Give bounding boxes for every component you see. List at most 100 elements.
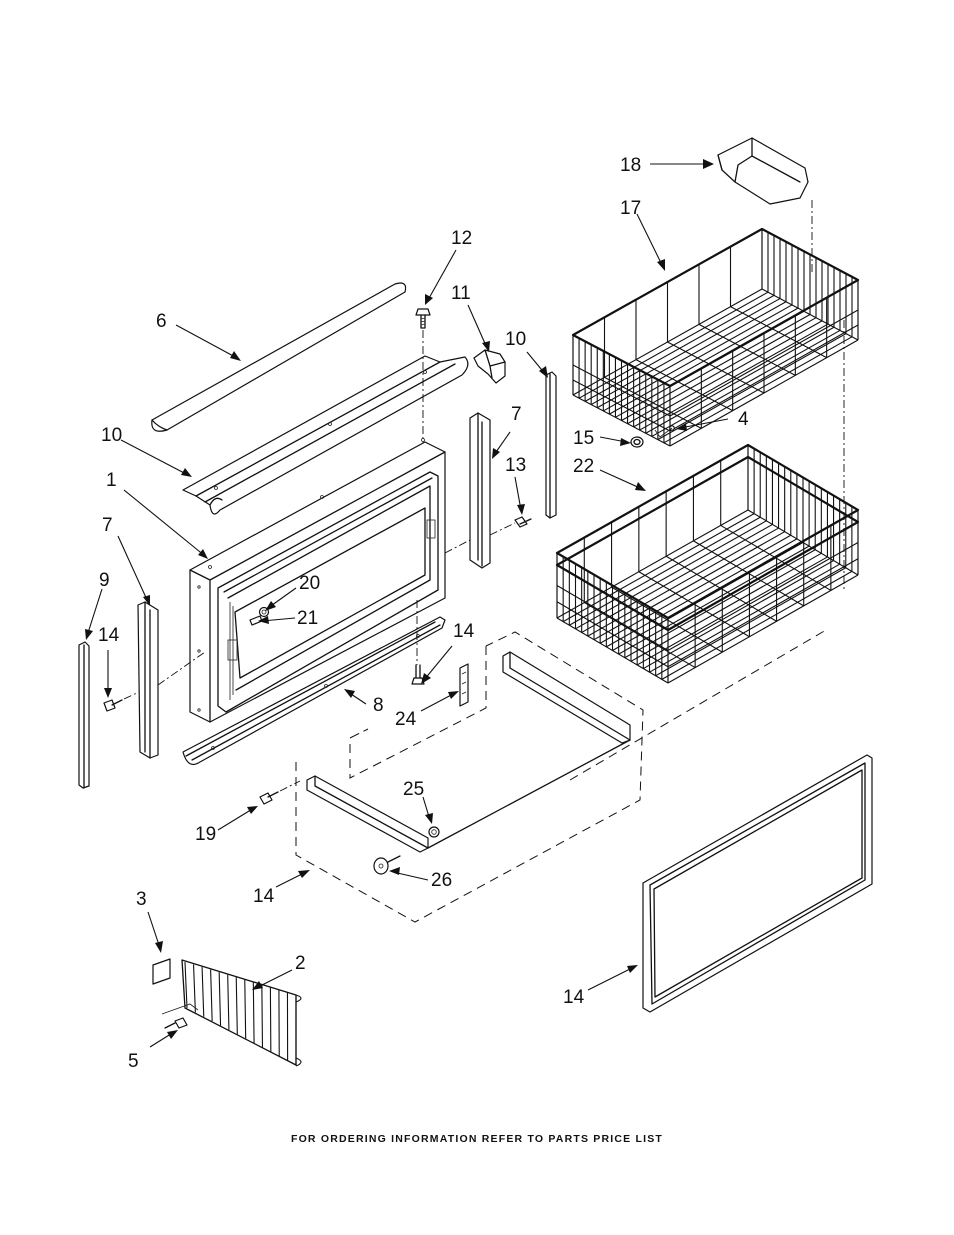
lower-basket-floor-wire (587, 527, 779, 637)
callout-7-right: 7 (511, 404, 522, 425)
callout-2: 2 (295, 953, 306, 974)
callout-11: 10 (101, 425, 122, 446)
callout-21: 19 (195, 824, 216, 845)
lower-basket-floor-wire (562, 513, 755, 623)
lower-basket-floor-wire (569, 516, 761, 626)
part-7-side-trim-left (137, 601, 159, 759)
lower-basket-floor-wire (643, 560, 834, 670)
callout-25: 25 (403, 779, 424, 800)
part-26-roller-wheel (373, 855, 401, 875)
divider-wire (201, 967, 205, 1017)
callout-18: 18 (620, 155, 641, 176)
part-15-slide-assembly (295, 629, 827, 923)
part-6-handle (151, 282, 407, 432)
part-10-trim-strip-right (545, 371, 557, 519)
callout-26: 26 (431, 870, 452, 891)
lower-basket-floor-wire (581, 523, 773, 633)
part-4-pin (654, 425, 675, 438)
part-10-trim-strip-left (78, 641, 90, 789)
part-21-screw (259, 780, 301, 805)
callout-15: 14 (253, 886, 275, 907)
divider-hook (295, 994, 302, 1067)
part-7-side-trim-right (469, 412, 491, 569)
lower-basket-floor-wire (649, 563, 840, 673)
part-13-bracket (473, 349, 506, 384)
lower-basket-floor-wire (575, 520, 767, 630)
upper-basket-band-wire (572, 324, 859, 432)
lower-basket-floor-wire (611, 586, 723, 653)
part-8-bottom-trim (182, 616, 446, 765)
divider-wire (192, 964, 196, 1013)
callout-1: 1 (106, 470, 117, 491)
upper-basket-floor-wire (698, 323, 796, 376)
lower-basket-floor-wire (606, 538, 798, 648)
upper-basket-floor-wire (635, 359, 733, 412)
lower-basket-floor-wire (618, 545, 810, 655)
lower-basket-floor-wire (636, 556, 828, 666)
ordering-info-footer: FOR ORDERING INFORMATION REFER TO PARTS … (290, 1133, 664, 1145)
upper-basket-floor-wire (604, 376, 702, 429)
callout-9: 14 (563, 987, 585, 1008)
divider-wire (244, 979, 247, 1039)
callout-10-left: 9 (99, 570, 110, 591)
callout-12: 15 (573, 428, 594, 449)
part-24-clip (459, 663, 469, 707)
part-3-divider-clip (152, 958, 171, 985)
divider-wire (235, 977, 238, 1035)
callout-10-right: 10 (505, 329, 526, 350)
lower-basket-floor-wire (556, 509, 749, 619)
callout-14-right: 13 (505, 455, 526, 476)
callout-19: 20 (299, 573, 320, 594)
lower-basket-floor-wire (630, 552, 822, 662)
divider-wire (210, 969, 213, 1022)
lower-basket-floor-wire (661, 570, 853, 680)
lower-basket-floor-wire (584, 602, 696, 669)
part-11-top-trim (182, 355, 469, 515)
part-18-bin (717, 137, 809, 205)
callout-14-top: 12 (451, 228, 472, 249)
upper-basket-floor-wire (730, 306, 827, 359)
part-14-screw-top (415, 308, 431, 470)
upper-basket-floor-wire (667, 341, 765, 394)
callout-labels: 18 17 12 11 10 6 10 7 13 1 7 9 14 20 21 … (98, 155, 749, 1072)
callout-20: 21 (297, 608, 318, 629)
lower-basket-floor-wire (667, 574, 859, 684)
lower-basket-floor-wire (655, 567, 847, 677)
leader-lines (85, 159, 729, 1048)
callout-22: 22 (573, 456, 594, 477)
callout-14-lower: 14 (453, 621, 475, 642)
upper-basket-band-wire (572, 309, 859, 417)
upper-basket-rim (571, 227, 860, 388)
part-14-screw-lower (411, 600, 425, 685)
part-2-divider (181, 959, 302, 1067)
part-14-screw-right (444, 516, 532, 554)
callout-6: 6 (156, 311, 167, 332)
part-9-gasket (642, 754, 873, 1013)
lower-basket-band-wire (556, 558, 859, 668)
divider-wire (218, 972, 222, 1026)
divider-wire (252, 982, 255, 1044)
callout-8: 8 (373, 695, 384, 716)
callout-4: 4 (738, 409, 749, 430)
divider-wire (261, 984, 264, 1048)
part-22-lower-basket (555, 443, 860, 684)
callout-13: 11 (451, 283, 471, 304)
lower-basket-rim (555, 443, 860, 620)
divider-wire (184, 961, 188, 1009)
lower-basket-rim-lower (555, 455, 860, 632)
part-12-roller (630, 436, 644, 448)
part-25-nut (428, 826, 440, 838)
divider-wire (227, 974, 230, 1030)
callout-7-left: 7 (102, 515, 113, 536)
lower-basket-band-wire (556, 542, 859, 652)
lower-basket-floor-wire (624, 549, 816, 659)
part-14-screw-left (103, 651, 206, 712)
part-17-upper-basket (571, 227, 860, 447)
callout-5: 5 (128, 1051, 139, 1072)
callout-14-left: 14 (98, 625, 120, 646)
callout-17: 17 (620, 198, 641, 219)
part-5-screw (161, 1003, 199, 1029)
callout-24: 24 (395, 709, 417, 730)
lower-basket-floor-wire (599, 534, 792, 644)
